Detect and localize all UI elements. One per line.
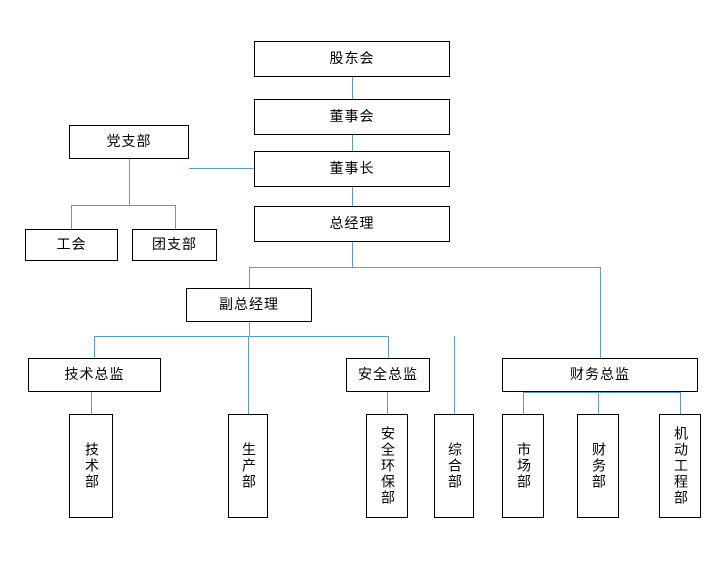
connector-deputy-down: [249, 322, 250, 336]
node-equipment-dept[interactable]: 机动工程部: [659, 414, 701, 518]
connector-deputy-drop: [249, 267, 250, 288]
node-shareholders[interactable]: 股东会: [254, 41, 450, 77]
node-deputy-gm[interactable]: 副总经理: [186, 288, 312, 322]
node-finance-director[interactable]: 财务总监: [502, 358, 698, 392]
connector-tech-dir-down: [91, 392, 92, 414]
connector-market-drop: [523, 392, 524, 414]
node-safety-director[interactable]: 安全总监: [346, 358, 430, 392]
node-production-dept[interactable]: 生产部: [228, 414, 268, 518]
connector-party-bus: [71, 205, 175, 206]
node-market-dept[interactable]: 市场部: [502, 414, 544, 518]
connector-equipment-drop: [680, 392, 681, 414]
connector-union-drop: [71, 205, 72, 229]
connector-party-down: [129, 159, 130, 205]
connector-chairman-to-gm: [352, 187, 353, 206]
node-union[interactable]: 工会: [25, 229, 118, 261]
connector-prod-drop: [248, 336, 249, 414]
connector-party-to-chairman: [189, 168, 254, 169]
connector-tech-dir-drop: [94, 336, 95, 358]
node-tech-director[interactable]: 技术总监: [28, 358, 161, 392]
connector-safety-dir-down: [387, 392, 388, 414]
node-tech-dept[interactable]: 技术部: [69, 414, 113, 518]
node-youth-league[interactable]: 团支部: [132, 229, 217, 261]
connector-finance-dir-drop: [600, 267, 601, 358]
connector-general-office-drop: [454, 336, 455, 414]
connector-league-drop: [175, 205, 176, 229]
connector-finance-dept-drop: [598, 392, 599, 414]
connector-deputy-bus: [94, 336, 388, 337]
connector-gm-down: [352, 242, 353, 267]
connector-finance-bus: [523, 392, 680, 393]
node-finance-dept[interactable]: 财务部: [577, 414, 619, 518]
node-party-branch[interactable]: 党支部: [69, 125, 189, 159]
node-chairman[interactable]: 董事长: [254, 151, 450, 187]
connector-shareholders-to-board: [352, 77, 353, 99]
connector-board-to-chairman: [352, 135, 353, 151]
node-safety-env-dept[interactable]: 安全环保部: [366, 414, 408, 518]
node-general-office[interactable]: 综合部: [434, 414, 474, 518]
node-gm[interactable]: 总经理: [254, 206, 450, 242]
connector-gm-bus: [249, 267, 600, 268]
node-board[interactable]: 董事会: [254, 99, 450, 135]
connector-safety-dir-drop: [388, 336, 389, 358]
